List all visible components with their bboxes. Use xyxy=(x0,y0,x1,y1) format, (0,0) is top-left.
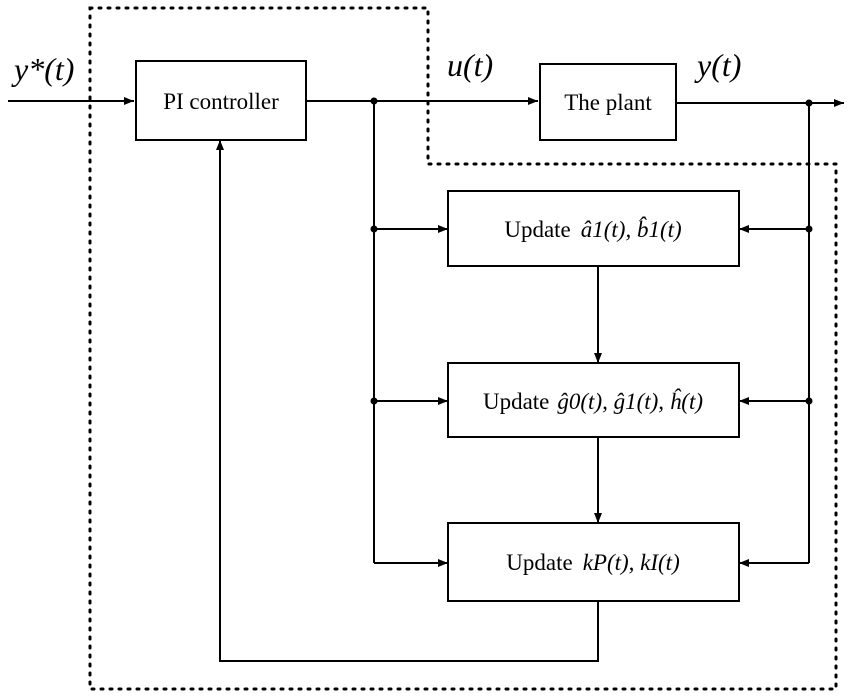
output-signal-label: y(t) xyxy=(694,47,741,83)
junction-dot xyxy=(370,397,378,405)
plant-block xyxy=(539,63,677,141)
update-gh-block xyxy=(447,362,740,438)
adaptive-boundary xyxy=(88,6,838,691)
control-signal-label: u(t) xyxy=(447,47,493,83)
pi-controller-label: PI controller xyxy=(163,89,279,114)
update-k-block xyxy=(447,522,740,602)
wire-feedback-gains xyxy=(216,140,599,662)
junction-dot xyxy=(805,225,813,233)
update-ab-block xyxy=(447,190,740,267)
junction-dot xyxy=(370,225,378,233)
junction-dot xyxy=(805,99,813,107)
plant-label: The plant xyxy=(564,90,652,115)
junction-dot xyxy=(370,97,378,105)
junction-dot xyxy=(805,397,813,405)
reference-signal-label: y*(t) xyxy=(11,51,74,87)
pi-controller-block xyxy=(135,60,307,141)
